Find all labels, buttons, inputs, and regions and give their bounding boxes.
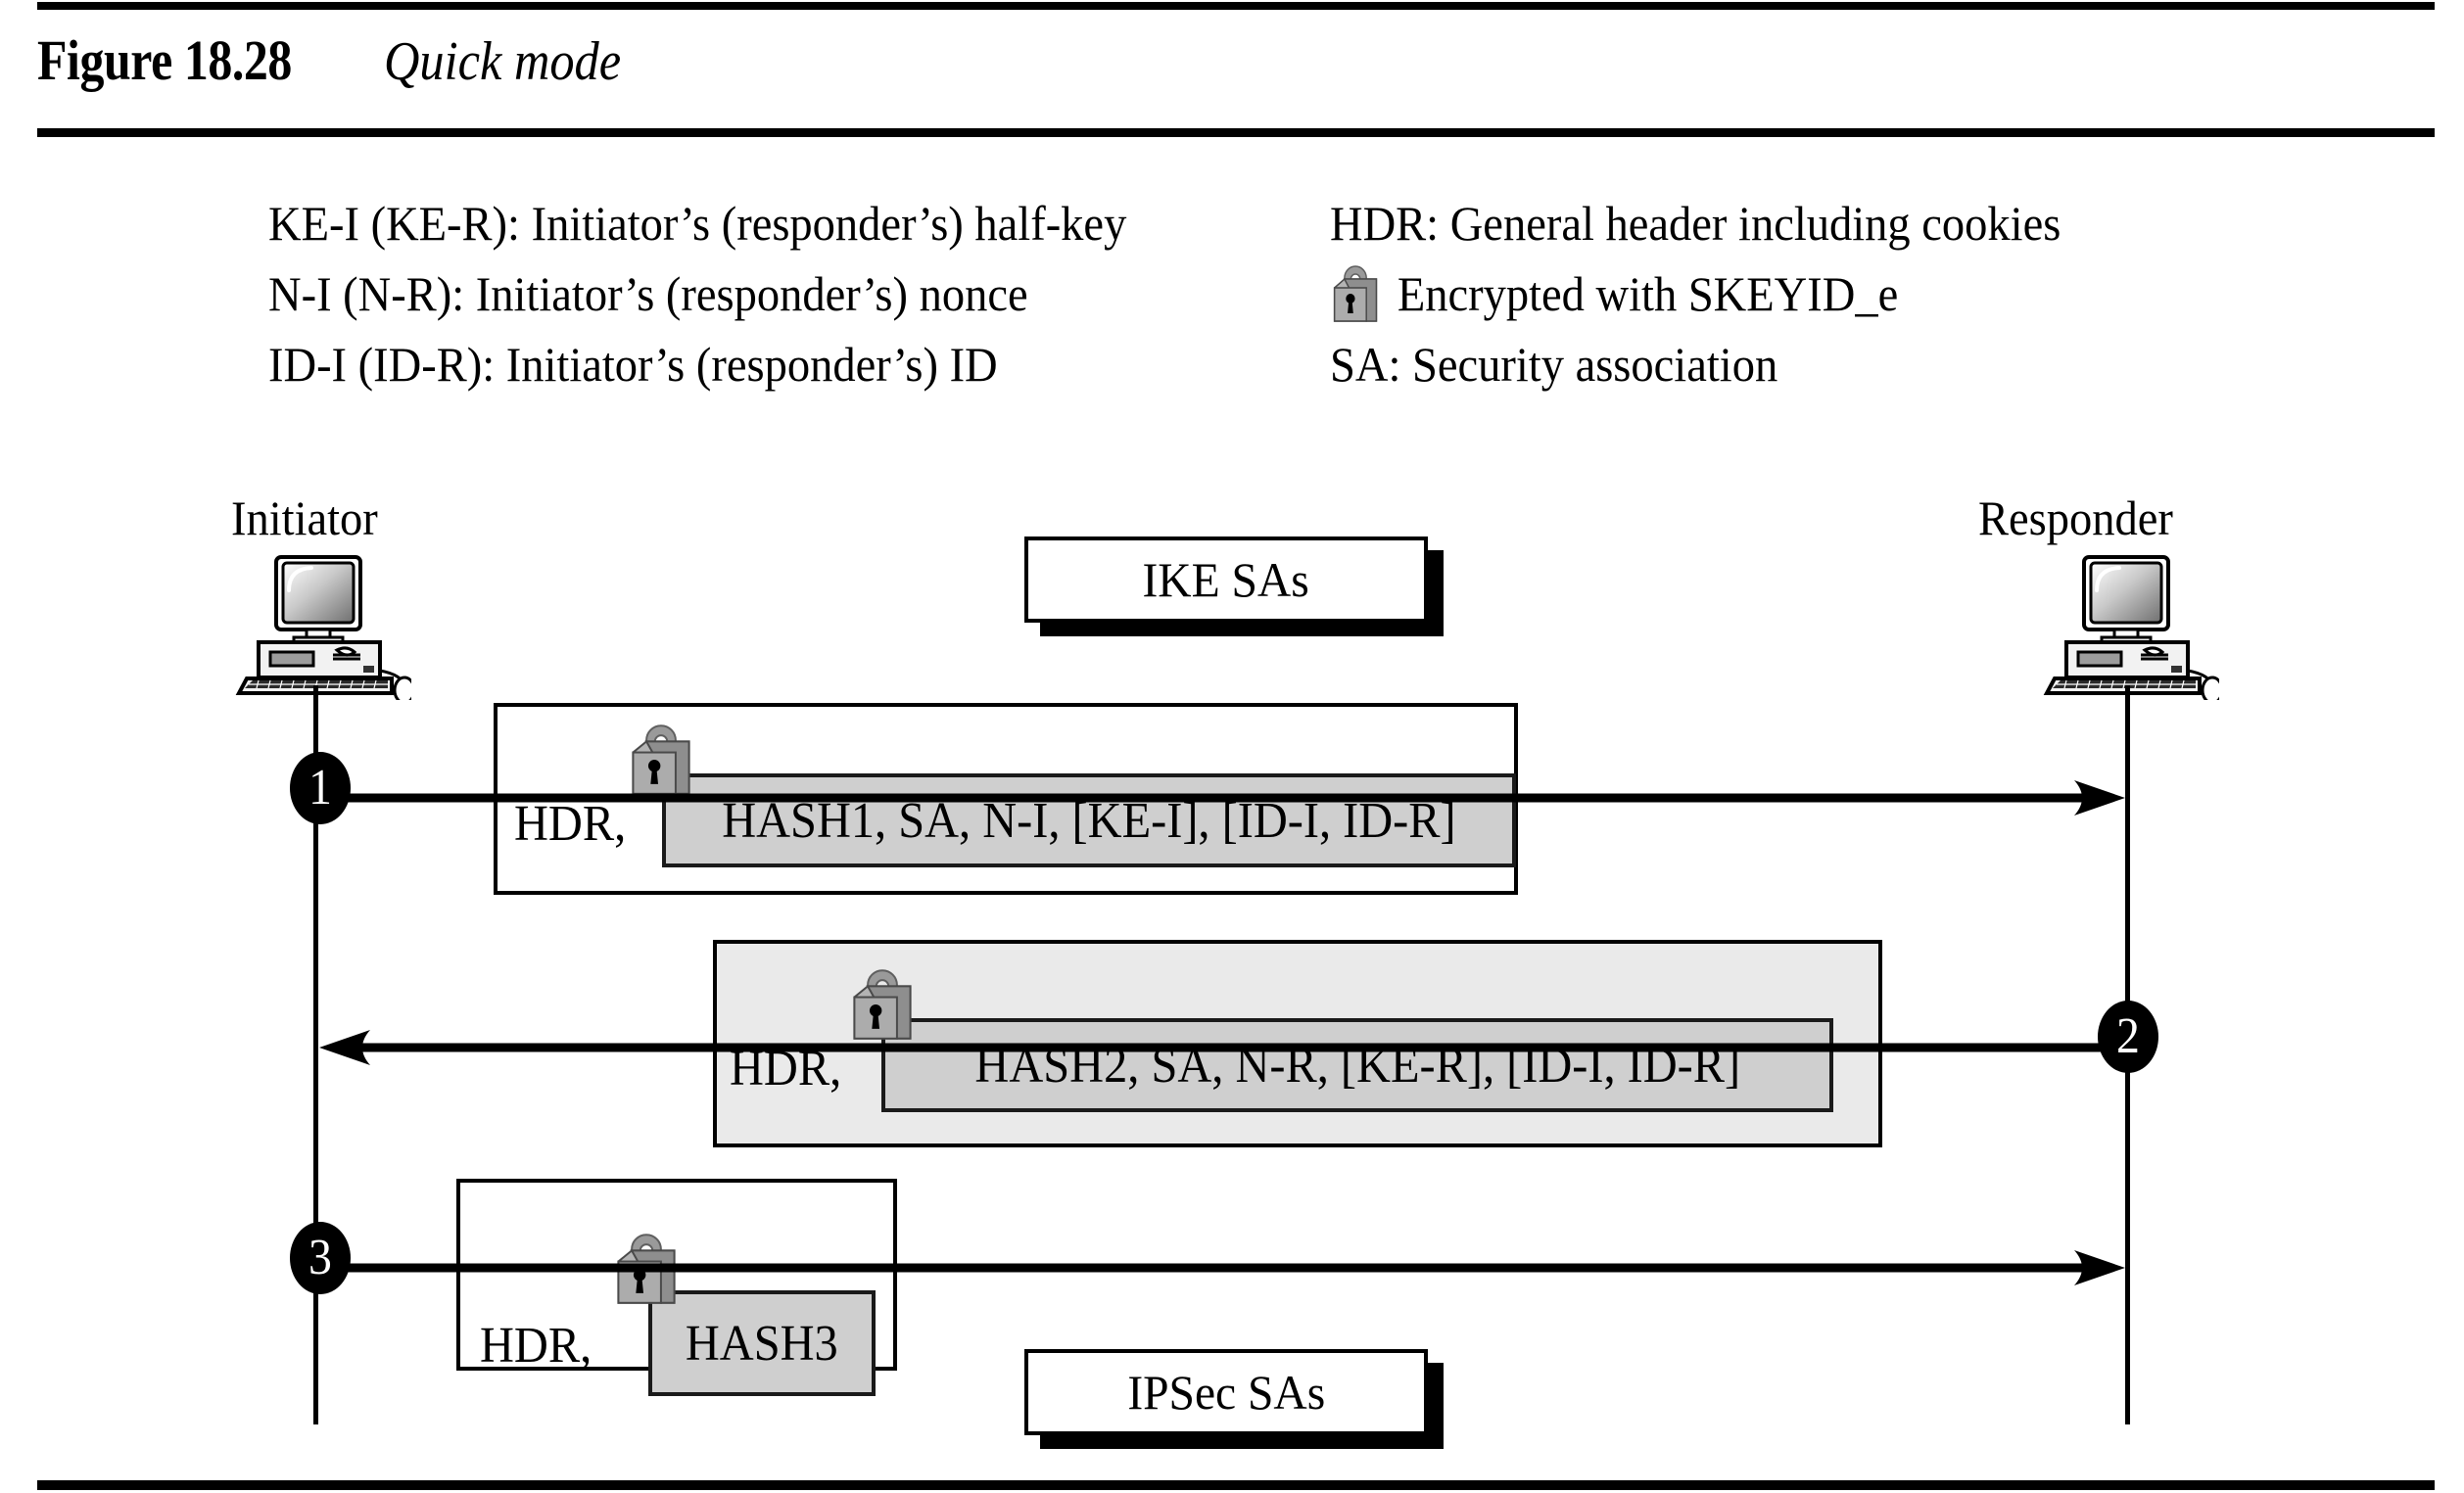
legend-item-label: Encrypted with SKEYID_e [1397,266,1899,321]
message-3-payload-box: HASH3 [648,1290,876,1396]
bottom-rule [37,1480,2435,1490]
message-2-payload-box: HASH2, SA, N-R, [KE-R], [ID-I, ID-R] [881,1018,1833,1112]
message-3-payload-label: HASH3 [686,1315,838,1372]
initiator-lifeline [313,685,318,1424]
top-rule [37,2,2435,10]
legend-item-label: N-I (N-R): Initiator’s (responder’s) non… [268,266,1028,321]
ipsec-sas-label: IPSec SAs [1127,1365,1325,1420]
legend-item-label: ID-I (ID-R): Initiator’s (responder’s) I… [268,337,998,392]
step-marker-3-number: 3 [308,1230,332,1285]
step-marker-3-disc [290,1222,351,1294]
legend-item: ID-I (ID-R): Initiator’s (responder’s) I… [268,329,1126,399]
message-3-hdr-label: HDR, [480,1318,592,1374]
step-marker-3: 3 [290,1222,351,1294]
message-3-arrow [315,1248,2129,1287]
legend-item-label: HDR: General header including cookies [1330,196,2061,251]
step-marker-2-number: 2 [2116,1008,2140,1064]
step-marker-2-disc [2098,1001,2158,1073]
legend-item-label: SA: Security association [1330,337,1778,392]
legend-right-column: HDR: General header including cookies En… [1330,188,2116,399]
responder-computer-icon [2043,553,2219,700]
legend-left-column: KE-I (KE-R): Initiator’s (responder’s) h… [268,188,1191,399]
legend-item-label: KE-I (KE-R): Initiator’s (responder’s) h… [268,196,1127,251]
message-2-arrow [315,1028,2129,1067]
legend-item: Encrypted with SKEYID_e [1330,258,2061,329]
message-1-payload-box: HASH1, SA, N-I, [KE-I], [ID-I, ID-R] [662,773,1516,867]
message-1-padlock-icon [627,720,695,805]
ike-sas-label: IKE SAs [1142,552,1310,607]
legend-item: HDR: General header including cookies [1330,188,2061,258]
message-1-arrow [315,778,2129,817]
ike-sas-box: IKE SAs [1024,537,1428,623]
figure-caption: Quick mode [384,31,622,92]
ipsec-sas-box: IPSec SAs [1024,1349,1428,1435]
step-marker-2: 2 [2098,1001,2158,1073]
legend-item: N-I (N-R): Initiator’s (responder’s) non… [268,258,1126,329]
title-underline-rule [37,128,2435,137]
figure-heading: Figure 18.28 Quick mode [37,27,647,93]
padlock-icon [1330,261,1381,326]
responder-label: Responder [1978,490,2173,545]
figure-number: Figure 18.28 [37,28,292,92]
legend-item: KE-I (KE-R): Initiator’s (responder’s) h… [268,188,1126,258]
step-marker-1-disc [290,752,351,824]
message-2-padlock-icon [848,964,917,1050]
initiator-label: Initiator [231,490,378,545]
initiator-computer-icon [235,553,411,700]
step-marker-1-number: 1 [308,760,332,816]
legend-item: SA: Security association [1330,329,2061,399]
step-marker-1: 1 [290,752,351,824]
message-1-hdr-label: HDR, [514,796,627,852]
